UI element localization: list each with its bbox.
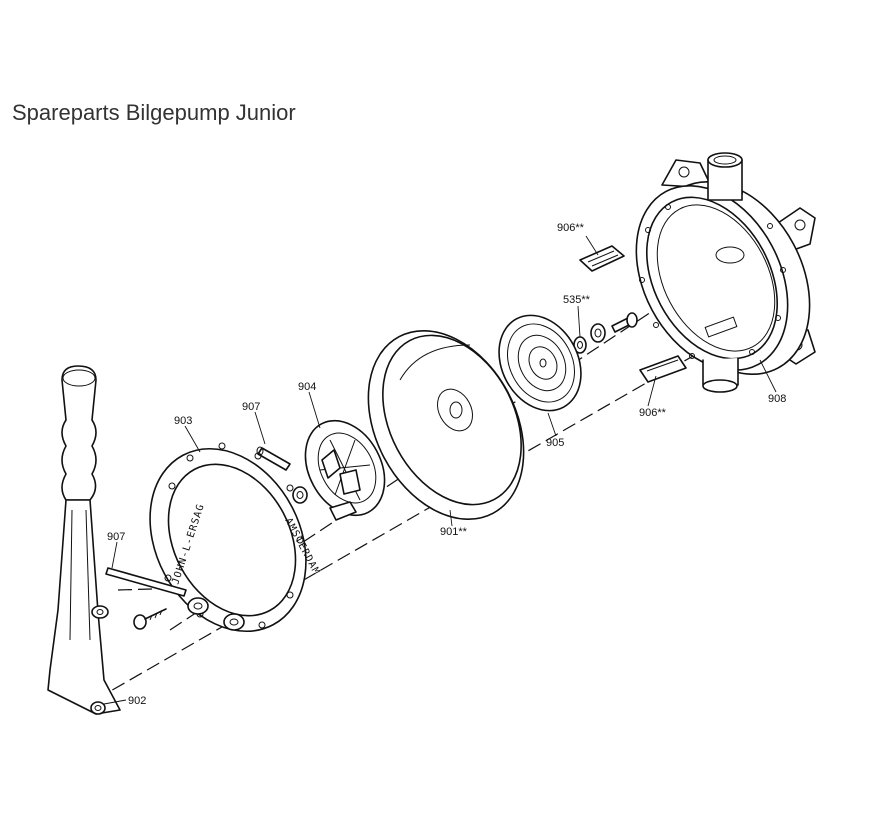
pivot-pin-left bbox=[105, 567, 187, 597]
valve-flap-top bbox=[579, 245, 625, 272]
part-labels: 906** 535** 908 906** 905 901** 904 907 … bbox=[107, 222, 786, 707]
label-903: 903 bbox=[174, 415, 192, 427]
label-906-bottom: 906** bbox=[639, 407, 667, 419]
label-901: 901** bbox=[440, 526, 468, 538]
label-904: 904 bbox=[298, 381, 316, 393]
label-907-top: 907 bbox=[242, 401, 260, 413]
cover-ring: JOHN-L-ERSAG AMSTERDAM bbox=[149, 442, 322, 633]
leader-lines bbox=[103, 235, 777, 705]
cover-screw bbox=[133, 608, 167, 630]
label-535: 535** bbox=[563, 294, 591, 306]
label-902: 902 bbox=[128, 695, 146, 707]
label-908: 908 bbox=[768, 393, 786, 405]
diaphragm-bolt-set bbox=[573, 312, 638, 354]
label-906-top: 906** bbox=[557, 222, 585, 234]
diaphragm-disc bbox=[498, 314, 582, 412]
pivot-pin-top bbox=[256, 446, 291, 471]
pump-housing bbox=[635, 152, 816, 393]
diaphragm bbox=[367, 329, 525, 521]
page-title: Spareparts Bilgepump Junior bbox=[12, 100, 296, 125]
crank-plate bbox=[304, 419, 386, 521]
crank-nut bbox=[292, 486, 308, 504]
label-907-left: 907 bbox=[107, 531, 125, 543]
label-905: 905 bbox=[546, 437, 564, 449]
valve-flap-bottom bbox=[639, 355, 687, 383]
pump-handle bbox=[47, 365, 121, 715]
